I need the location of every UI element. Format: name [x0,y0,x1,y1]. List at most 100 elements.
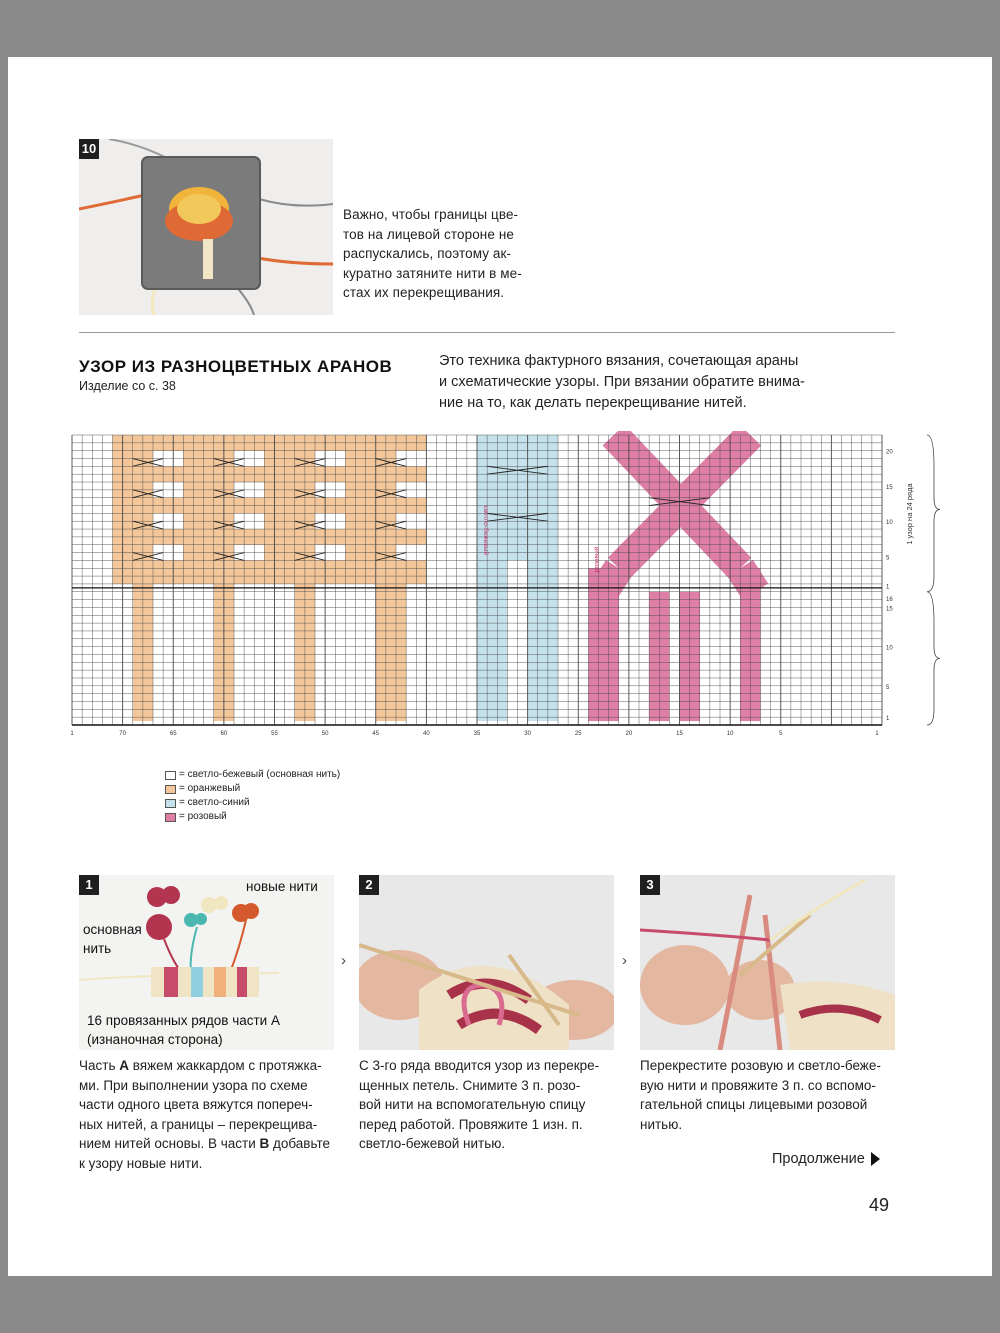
continue-link[interactable]: Продолжение [772,1151,880,1167]
label-main-yarn-1: основная [83,922,142,937]
x-tick-label: 25 [575,731,582,737]
x-tick-label: 40 [423,731,430,737]
caption-line: ми. При выполнении узора по схеме [79,1077,308,1093]
text-line: Важно, чтобы границы цве- [343,207,519,222]
caption-line: вой нити на вспомогательную спицу [359,1097,586,1112]
legend-label: = светло-синий [179,797,250,808]
x-tick-label: 60 [221,731,228,737]
step10-number-badge: 10 [79,139,99,159]
x-tick-label: 55 [271,731,278,737]
x-tick-label: 15 [676,731,683,737]
step2-number-badge: 2 [359,875,379,895]
step1-number-badge: 1 [79,875,99,895]
book-page: 10 Важно, чтобы границы цве- тов на лице… [8,57,992,1276]
brace-a [926,591,941,726]
y-tick-label: 15 [886,606,893,612]
text-line: тов на лицевой стороне не [343,226,514,242]
label-rows-part-a: 16 провязанных рядов части A [87,1013,280,1028]
y-tick-label: 15 [886,485,893,491]
caption-text: добавьте [269,1136,330,1151]
text-line: Это техника фактурного вязания, сочетающ… [439,353,799,369]
label-wrong-side: (изнаночная сторона) [87,1032,223,1047]
swatch [165,770,176,780]
caption-bold-a: A [119,1058,129,1073]
pattern-repeat-label: 1 узор на 24 ряда [905,483,914,545]
caption-bold-b: B [259,1136,270,1151]
y-tick-label: 5 [886,555,890,561]
chevron-right-icon: › [622,952,627,969]
step2-caption: С 3-го ряда вводится узор из перекре- ще… [359,1056,599,1154]
cross-symbol [294,520,326,530]
caption-line: Перекрестите розовую и светло-беже- [640,1058,881,1073]
caption-line: гательной спицы лицевыми розовой [640,1097,868,1112]
inline-label-pink: розовый [593,546,601,572]
caption-line: С 3-го ряда вводится узор из перекре- [359,1058,600,1073]
cross-symbol [375,520,407,530]
caption-line: Часть A вяжем жаккардом с протяжка- [79,1056,330,1076]
cross-symbol [294,489,326,499]
caption-line: нитью. [640,1116,683,1132]
label-main-yarn-2: нить [83,941,112,956]
swatch [165,798,176,808]
legend-item-beige: = светло-бежевый (основная нить) [165,768,340,782]
swatch [165,812,176,822]
cross-symbol [487,465,548,475]
cross-symbol [375,489,407,499]
cross-symbol [132,489,164,499]
legend-item-pink: = розовый [165,810,340,824]
caption-line: нием нитей основы. В части B добавьте [79,1134,330,1154]
label-new-yarns: новые нити [246,879,318,894]
y-tick-label: 16 [886,597,893,603]
text-line: и схематические узоры. При вязании обрат… [439,374,805,390]
cross-symbol [649,497,710,506]
step1-photo: 1 новые нити основная нить 16 провязанны… [79,875,334,1050]
orange-column [375,583,407,722]
pink-diagonal [607,424,762,579]
legend-item-blue: = светло-синий [165,796,340,810]
legend-label: = розовый [179,811,227,822]
cross-symbol [213,458,245,467]
continue-label: Продолжение [772,1151,865,1167]
caption-line: светло-бежевой нитью. [359,1136,506,1151]
cross-symbol [132,520,164,530]
chevron-right-icon: › [341,952,346,969]
x-tick-label: 50 [322,731,329,737]
cross-symbol [375,458,407,467]
x-tick-label: 35 [474,731,481,737]
x-tick-label: 30 [524,731,531,737]
cross-symbol [132,552,164,561]
legend-label: = светло-бежевый (основная нить) [179,769,341,780]
y-tick-label: 20 [886,450,893,456]
play-arrow-icon [870,1152,880,1166]
x-tick-label: 10 [727,731,734,737]
cross-symbol [294,458,326,467]
step10-photo: 10 [79,139,333,315]
caption-line: щенных петель. Снимите 3 п. розо- [359,1077,581,1093]
text-line: ние на то, как делать перекрещивание нит… [439,395,747,411]
cross-symbol [375,552,407,561]
x-tick-label: 65 [170,731,177,737]
step3-number-badge: 3 [640,875,660,895]
y-tick-label: 1 [886,716,890,722]
inline-label-beige: светло-бежевый [482,506,490,556]
cross-symbol [213,520,245,530]
section-divider [79,332,895,333]
step1-caption: Часть A вяжем жаккардом с протяжка- ми. … [79,1056,330,1173]
y-tick-label: 10 [886,646,893,652]
cross-symbol [294,552,326,561]
cross-symbol [213,552,245,561]
caption-line: перед работой. Провяжите 1 изн. п. [359,1116,583,1132]
cross-symbol [213,489,245,499]
caption-text: нием нитей основы. В части [79,1136,260,1151]
x-tick-label: 45 [372,731,379,737]
color-legend: = светло-бежевый (основная нить) = оранж… [165,768,340,824]
legend-item-orange: = оранжевый [165,782,340,796]
pink-column [588,591,619,722]
text-line: стах их перекрещивания. [343,285,505,300]
caption-text: Часть [79,1058,120,1073]
y-tick-label: 5 [886,685,890,691]
text-line: распускались, поэтому ак- [343,246,512,261]
section-title: УЗОР ИЗ РАЗНОЦВЕТНЫХ АРАНОВ [79,357,393,376]
